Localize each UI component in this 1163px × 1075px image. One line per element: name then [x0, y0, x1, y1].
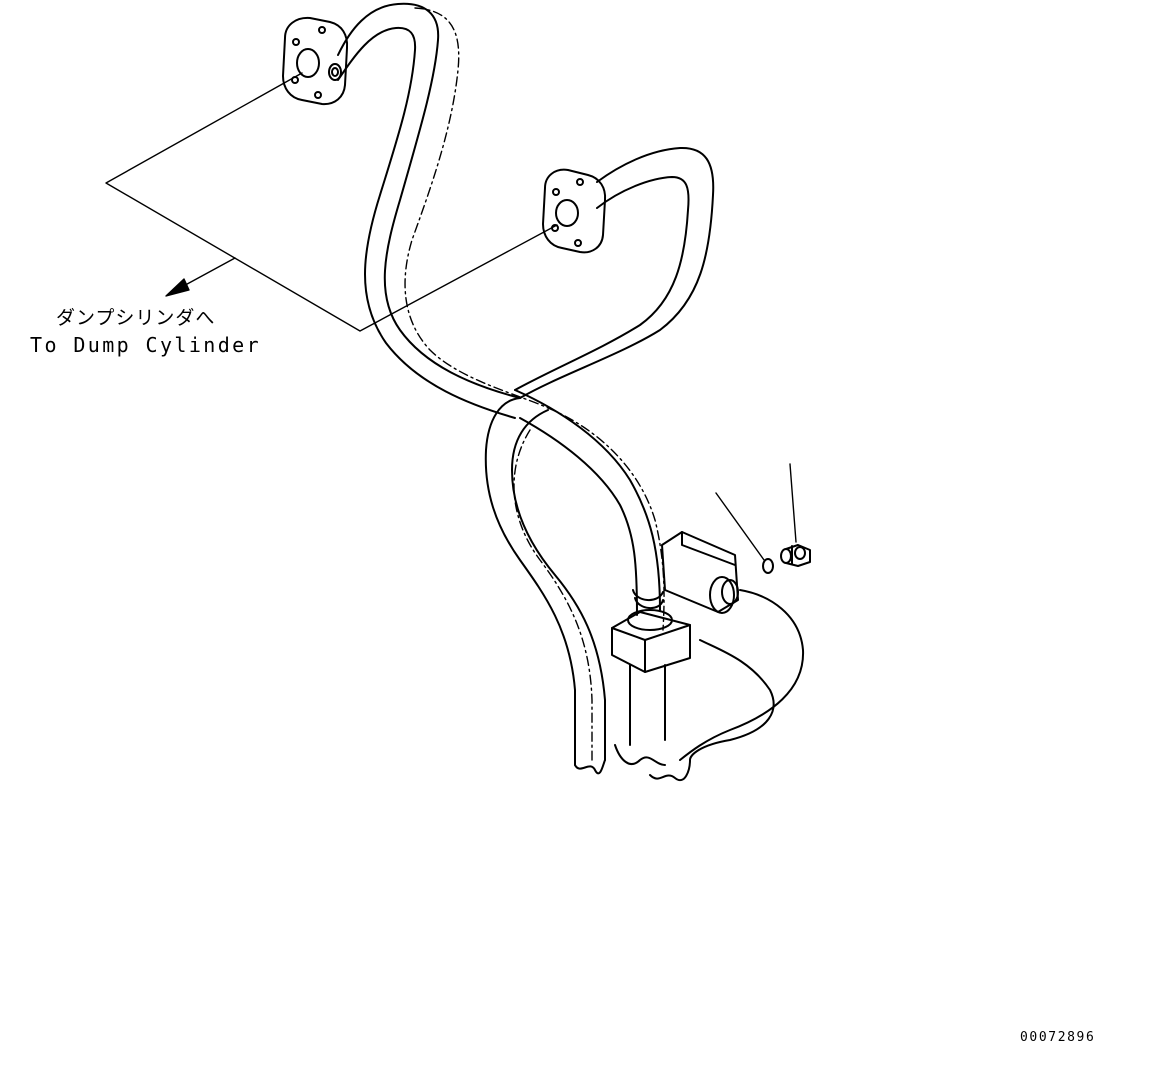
flange-top — [282, 16, 349, 106]
callout-label-jp: ダンプシリンダへ — [56, 307, 216, 329]
o-ring-part — [715, 492, 774, 574]
tube-a-hidden — [404, 7, 549, 409]
flange-mid — [542, 168, 607, 254]
tube-descent — [484, 389, 661, 766]
tube-lower — [574, 589, 805, 781]
leader-plane — [105, 72, 558, 332]
drawing-number: 00072896 — [1020, 1030, 1096, 1045]
plug-part — [780, 463, 811, 567]
tube-a — [337, 2, 521, 419]
callout-label-en: To Dump Cylinder — [30, 333, 262, 357]
tube-b — [514, 146, 715, 399]
junction-block — [611, 531, 739, 673]
tube-descent-hidden — [513, 407, 665, 761]
